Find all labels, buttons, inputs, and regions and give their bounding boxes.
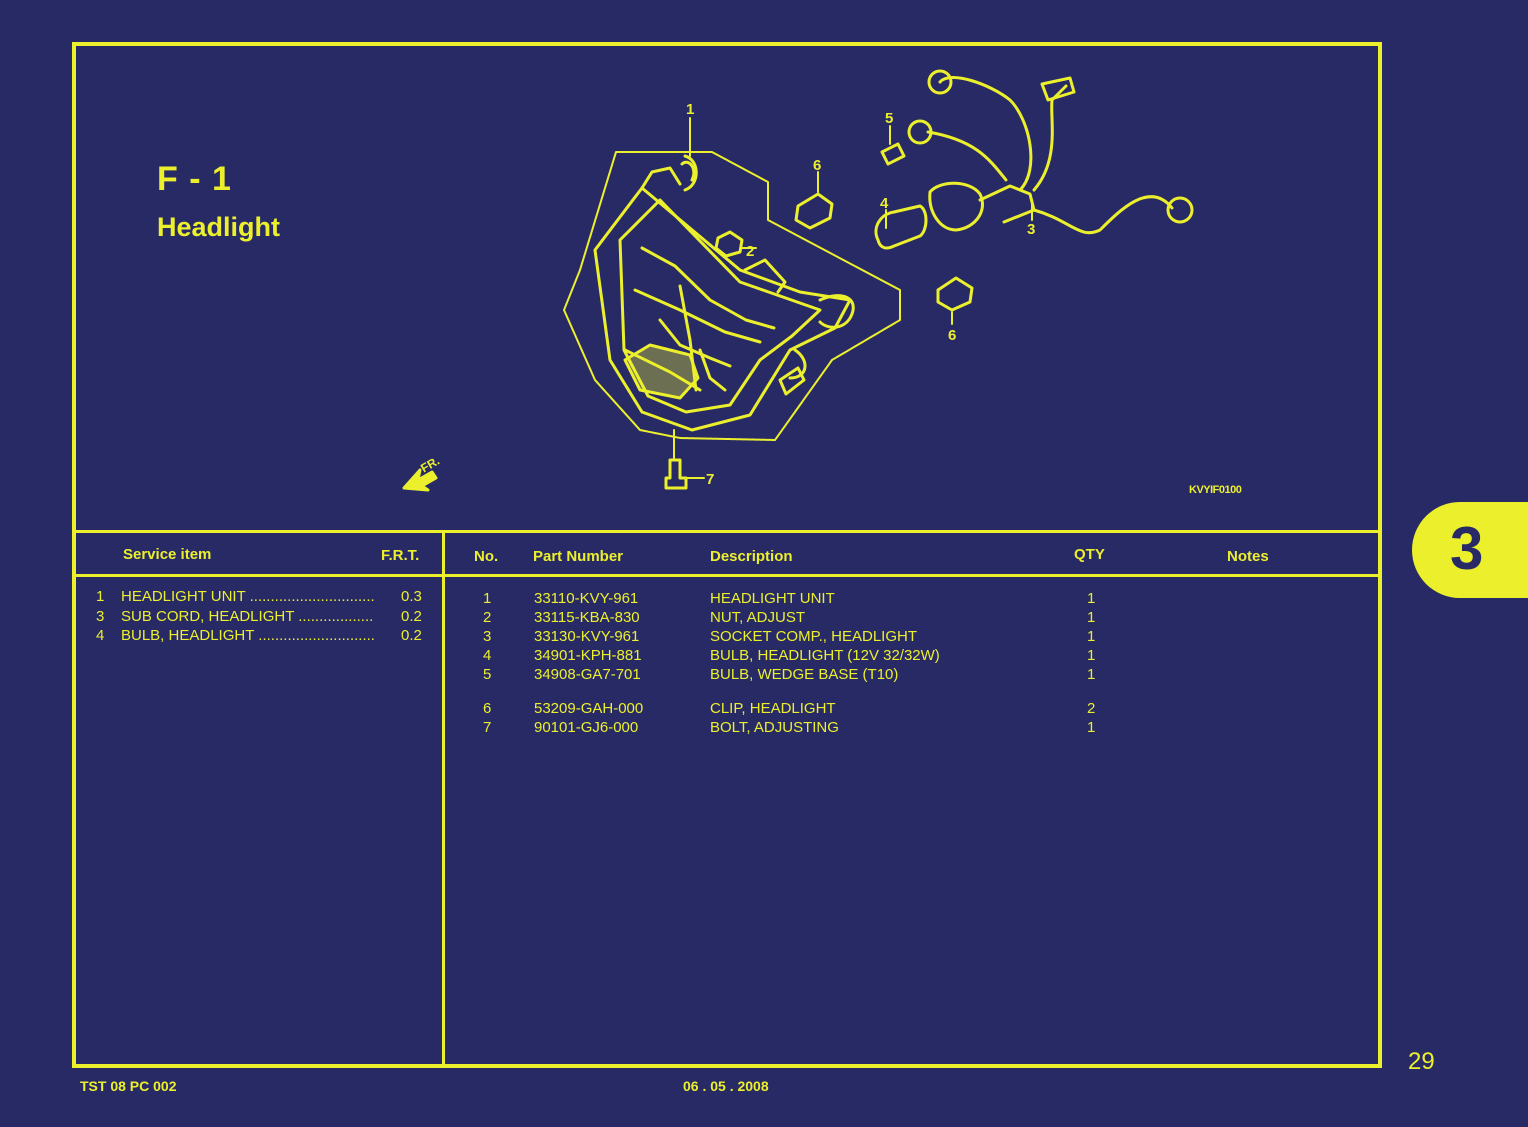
part-number: 33130-KVY-961 — [534, 628, 640, 645]
page-frame — [72, 42, 1382, 1068]
frt-header: F.R.T. — [381, 547, 420, 564]
part-number: 34908-GA7-701 — [534, 666, 641, 683]
service-row-no: 1 — [96, 588, 105, 605]
part-qty: 1 — [1087, 647, 1096, 664]
part-qty: 1 — [1087, 666, 1096, 683]
diagram-divider — [72, 530, 1382, 533]
part-description: HEADLIGHT UNIT — [710, 590, 835, 607]
part-number: 53209-GAH-000 — [534, 700, 644, 717]
part-number: 33115-KBA-830 — [534, 609, 640, 626]
callout-3: 3 — [1027, 221, 1035, 238]
callout-5: 5 — [885, 110, 893, 127]
bolt-drawing — [664, 458, 688, 490]
part-description: SOCKET COMP., HEADLIGHT — [710, 628, 917, 645]
qty-header: QTY — [1074, 546, 1105, 563]
notes-header: Notes — [1227, 548, 1269, 565]
header-divider — [72, 574, 1382, 577]
direction-label: FR. — [418, 454, 442, 476]
part-no: 5 — [483, 666, 492, 683]
no-header: No. — [474, 548, 499, 565]
part-number-header: Part Number — [533, 548, 624, 565]
service-row-frt: 0.2 — [401, 627, 422, 644]
service-item-header: Service item — [123, 546, 212, 563]
part-qty: 1 — [1087, 609, 1096, 626]
footer-date: 06 . 05 . 2008 — [683, 1078, 769, 1094]
part-no: 3 — [483, 628, 492, 645]
part-qty: 2 — [1087, 700, 1096, 717]
part-no: 4 — [483, 647, 492, 664]
wedge-bulb-drawing — [880, 142, 906, 166]
diagram-ref-code: KVYIF0100 — [1189, 484, 1242, 496]
footer-doc-code: TST 08 PC 002 — [80, 1078, 177, 1094]
part-no: 7 — [483, 719, 492, 736]
assembly-outline — [563, 151, 901, 441]
callout-6a: 6 — [813, 157, 821, 174]
part-description: NUT, ADJUST — [710, 609, 806, 626]
part-no: 6 — [483, 700, 492, 717]
service-row-no: 3 — [96, 608, 105, 625]
headlight-unit-drawing — [593, 154, 855, 432]
part-number: 34901-KPH-881 — [534, 647, 642, 664]
section-title: Headlight — [157, 212, 281, 242]
exploded-diagram: 1 2 3 4 5 6 6 7 FR. — [402, 69, 1194, 492]
callout-2: 2 — [746, 243, 754, 260]
nut-drawing — [714, 230, 744, 258]
service-row-frt: 0.3 — [401, 588, 422, 605]
section-code: F - 1 — [157, 160, 232, 198]
front-direction-arrow — [402, 468, 438, 492]
part-no: 1 — [483, 590, 492, 607]
part-qty: 1 — [1087, 628, 1096, 645]
section-tab-number: 3 — [1450, 515, 1484, 582]
page-number: 29 — [1408, 1048, 1435, 1075]
service-row-frt: 0.2 — [401, 608, 422, 625]
socket-cord-drawing — [907, 69, 1194, 235]
callout-4: 4 — [880, 195, 889, 212]
part-description: BOLT, ADJUSTING — [710, 719, 839, 736]
clip-upper-drawing — [794, 192, 834, 230]
column-divider — [442, 530, 445, 1068]
part-description: BULB, WEDGE BASE (T10) — [710, 666, 899, 683]
part-description: BULB, HEADLIGHT (12V 32/32W) — [710, 647, 940, 664]
part-number: 33110-KVY-961 — [534, 590, 639, 607]
part-description: CLIP, HEADLIGHT — [710, 700, 836, 717]
section-tab: 3 — [1412, 502, 1528, 598]
service-row-name: SUB CORD, HEADLIGHT .................. — [121, 608, 374, 625]
part-number: 90101-GJ6-000 — [534, 719, 639, 736]
clip-lower-drawing — [936, 276, 974, 312]
description-header: Description — [710, 548, 793, 565]
service-row-name: BULB, HEADLIGHT ........................… — [121, 627, 375, 644]
headlight-bulb-drawing — [874, 204, 928, 250]
service-row-name: HEADLIGHT UNIT .........................… — [121, 588, 375, 605]
part-no: 2 — [483, 609, 492, 626]
part-qty: 1 — [1087, 590, 1096, 607]
callout-1: 1 — [686, 101, 694, 118]
service-row-no: 4 — [96, 627, 105, 644]
callout-6b: 6 — [948, 327, 956, 344]
part-qty: 1 — [1087, 719, 1096, 736]
callout-7: 7 — [706, 471, 714, 488]
